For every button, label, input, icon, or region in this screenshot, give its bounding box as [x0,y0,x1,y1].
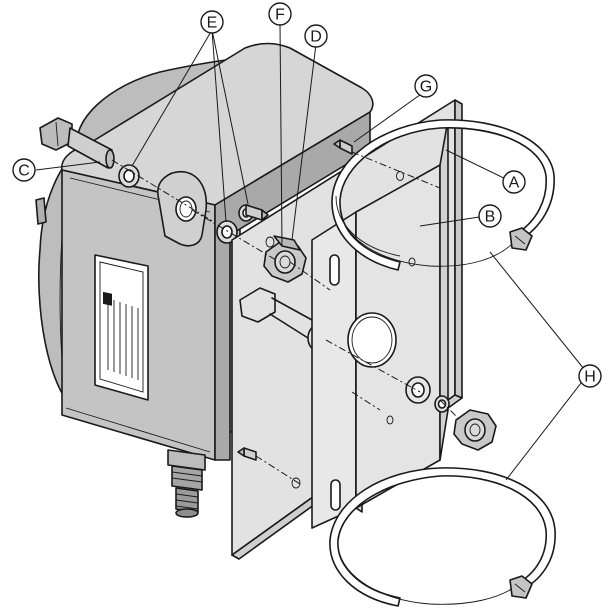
callout-e: E [200,10,224,34]
bolt-c [39,117,115,169]
clamp-band-lower [329,467,556,607]
nut-lower [453,409,497,451]
assembly-axis-lines [111,151,461,485]
callout-f-label: F [275,7,285,24]
callout-g-label: G [420,79,432,96]
callout-g: G [414,74,438,98]
leader-lines [35,23,589,481]
callout-c-label: C [18,163,30,180]
washer-e-1 [118,164,140,188]
callout-b-label: B [485,209,496,226]
pin-d [245,204,269,221]
callout-f: F [268,2,292,26]
callout-d-label: D [310,29,322,46]
washer-lower-2 [434,395,450,413]
callout-b: B [478,204,502,228]
washer-e-2 [216,220,238,244]
cable-connector [167,449,206,518]
nameplate [94,254,149,401]
nut-f [263,235,307,283]
callout-c: C [12,158,36,182]
callout-a: A [502,170,526,194]
callout-h: H [578,364,602,388]
callout-a-label: A [509,175,520,192]
u-bracket [311,119,449,529]
washer-lower-1 [405,376,431,404]
callout-e-label: E [207,15,218,32]
clamp-band-upper [331,119,555,271]
callout-d: D [304,24,328,48]
mounting-lug [157,170,208,247]
callout-h-label: H [584,369,596,386]
